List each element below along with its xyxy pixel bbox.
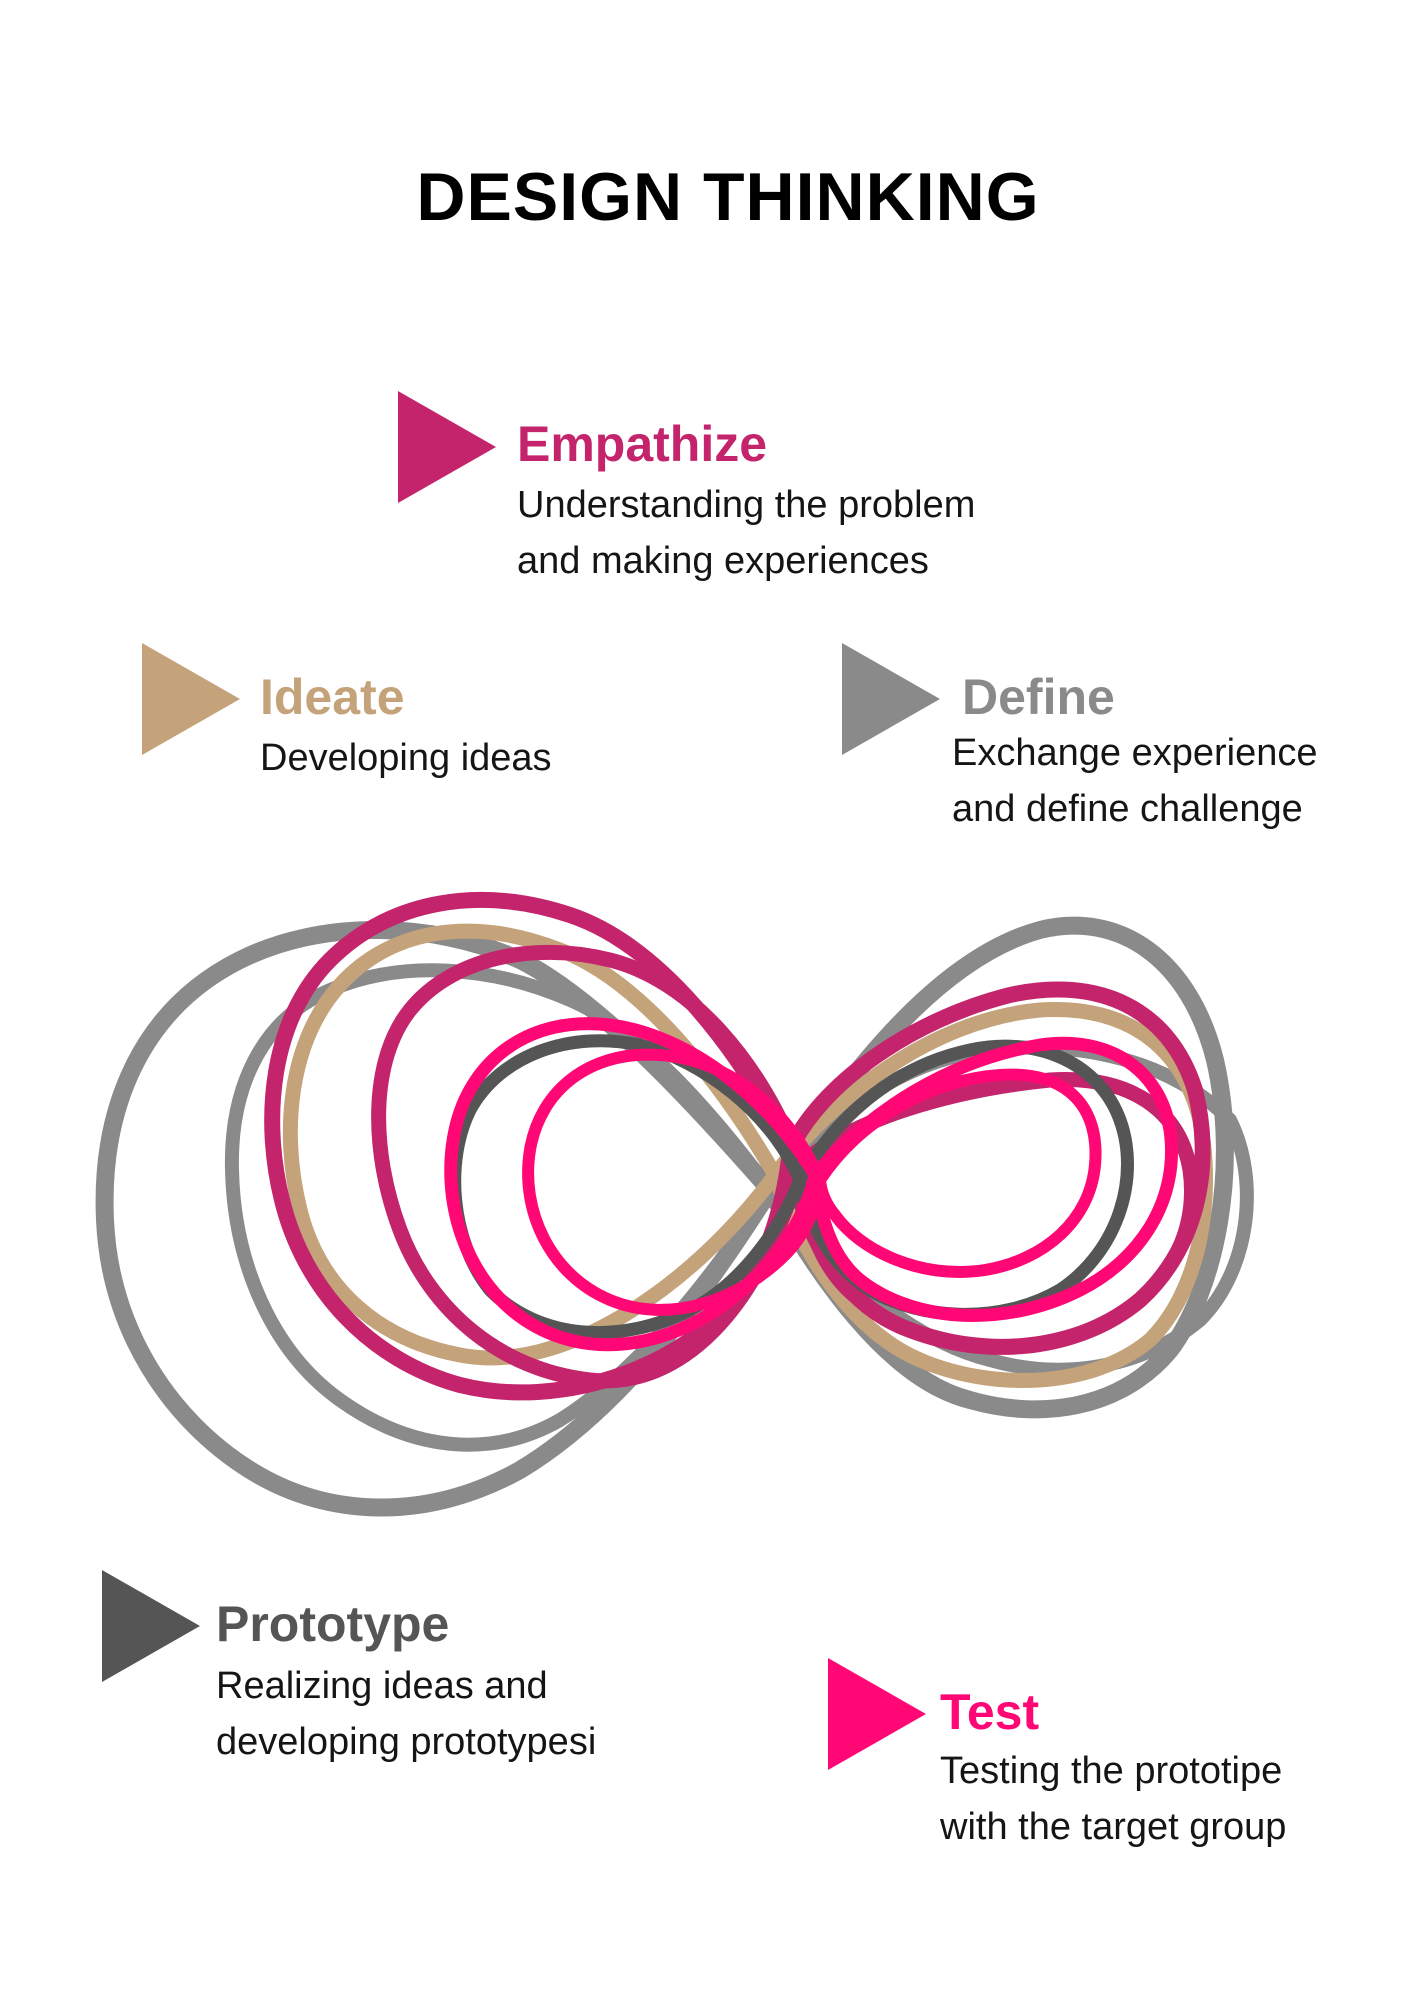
stage-name: Define <box>962 669 1115 725</box>
loop-empathize-inner <box>371 944 1199 1389</box>
stage-description: Developing ideas <box>260 730 552 786</box>
stage-name: Prototype <box>216 1596 450 1652</box>
description-line: Developing ideas <box>260 737 552 779</box>
play-triangle-icon <box>398 391 496 503</box>
stage-description: Realizing ideas and developing prototype… <box>216 1658 596 1770</box>
play-triangle-icon <box>842 643 940 755</box>
play-triangle-icon <box>828 1658 926 1770</box>
loop-test-outer <box>444 1017 1178 1352</box>
page-title: DESIGN THINKING <box>416 159 1040 235</box>
stage-description: Understanding the problem and making exp… <box>517 477 975 589</box>
stage-name: Empathize <box>517 416 768 472</box>
description-line: Understanding the problem <box>517 484 976 526</box>
infinity-loops-graphic <box>95 892 1254 1517</box>
stage-name: Test <box>940 1684 1040 1740</box>
stage-description: Exchange experience and define challenge <box>952 725 1317 837</box>
description-line: and define challenge <box>952 788 1303 830</box>
description-line: with the target group <box>940 1806 1287 1848</box>
description-line: Testing the prototipe <box>940 1750 1283 1792</box>
description-line: and making experiences <box>517 540 929 582</box>
loop-test-inner <box>522 1048 1102 1316</box>
stage-name: Ideate <box>260 669 405 725</box>
loop-ideate <box>282 923 1214 1388</box>
play-triangle-icon <box>102 1570 200 1682</box>
description-line: Realizing ideas and <box>216 1665 548 1707</box>
play-triangle-icon <box>142 643 240 755</box>
description-line: Exchange experience <box>952 732 1318 774</box>
description-line: developing prototypesi <box>216 1721 597 1763</box>
stage-description: Testing the prototipe with the target gr… <box>940 1743 1286 1855</box>
